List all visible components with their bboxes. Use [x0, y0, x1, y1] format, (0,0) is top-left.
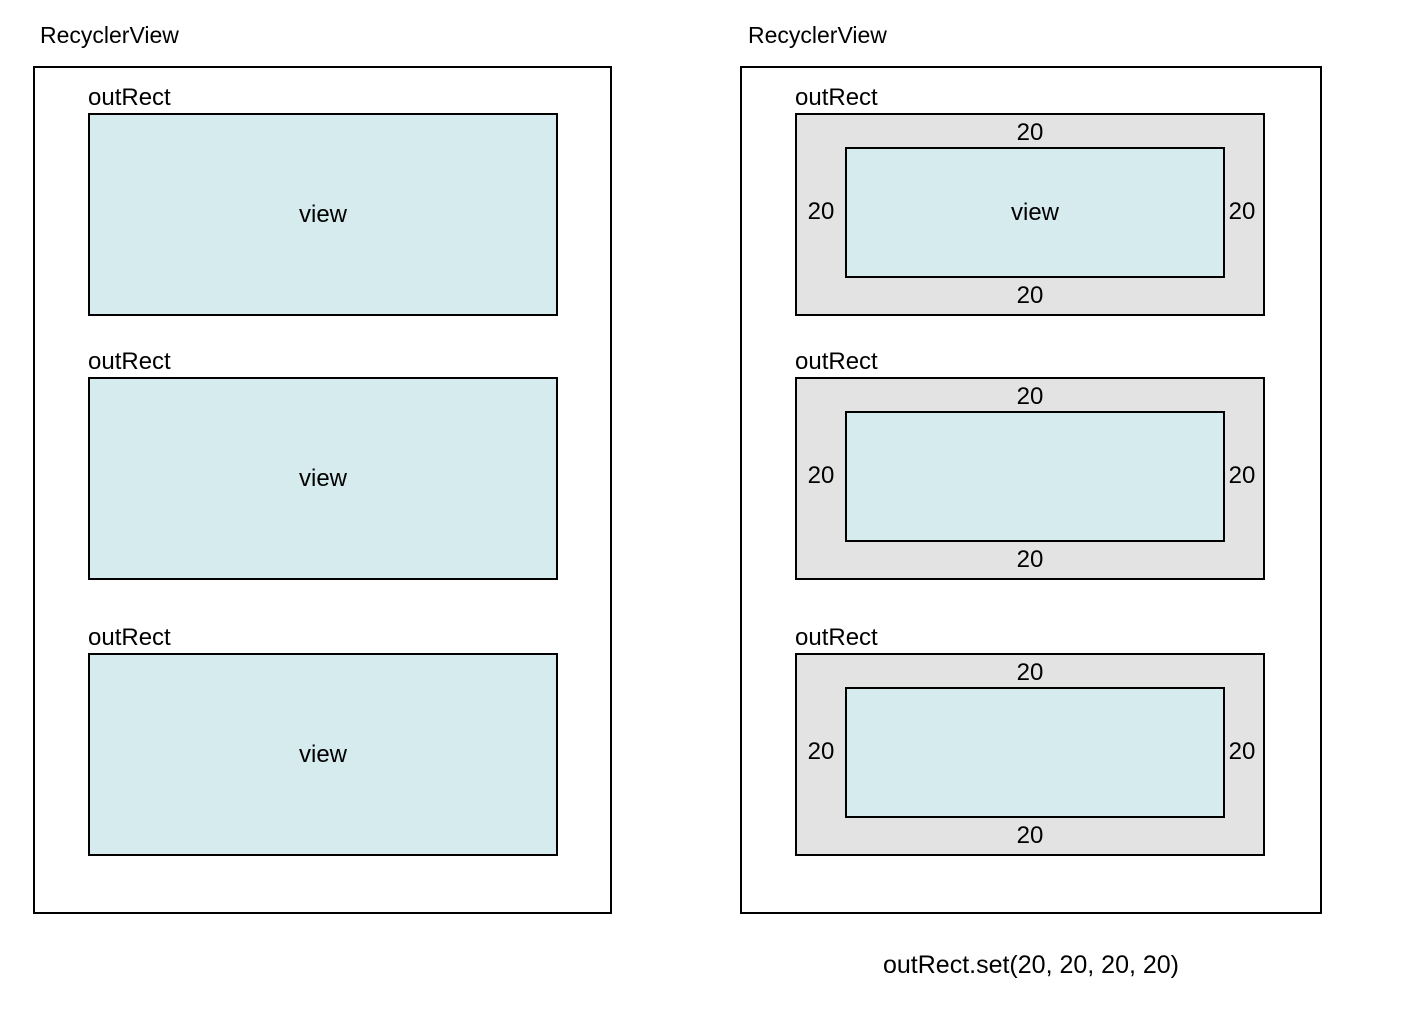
margin-bottom-value: 20	[1016, 546, 1044, 573]
margin-top-value: 20	[1016, 119, 1044, 146]
outrect-box: 20 20 20 20	[795, 377, 1265, 580]
view-rect: view	[88, 653, 558, 856]
margin-right-value: 20	[1228, 462, 1256, 489]
right-recyclerview-title: RecyclerView	[748, 22, 887, 48]
margin-top-value: 20	[1016, 383, 1044, 410]
outrect-label: outRect	[795, 84, 878, 111]
right-recyclerview-box: outRect 20 20 20 20 view outRect 20 20 2…	[740, 66, 1322, 914]
view-label: view	[298, 200, 347, 228]
view-label: view	[298, 740, 347, 768]
right-item-3: outRect 20 20 20 20	[795, 623, 1265, 856]
left-recyclerview-title: RecyclerView	[40, 22, 179, 48]
view-rect	[845, 411, 1225, 542]
margin-top-value: 20	[1016, 659, 1044, 686]
left-recyclerview-box: outRect view outRect view outRect view	[33, 66, 612, 914]
margin-left-value: 20	[807, 738, 835, 765]
outrect-box: 20 20 20 20 view	[795, 113, 1265, 316]
margin-left-value: 20	[807, 462, 835, 489]
view-rect	[845, 687, 1225, 818]
outrect-label: outRect	[795, 348, 878, 375]
outrect-box: 20 20 20 20	[795, 653, 1265, 856]
view-label: view	[1010, 198, 1059, 226]
margin-right-value: 20	[1228, 198, 1256, 225]
outrect-label: outRect	[88, 84, 171, 111]
view-label: view	[298, 464, 347, 492]
view-rect: view	[88, 377, 558, 580]
right-item-1: outRect 20 20 20 20 view	[795, 83, 1265, 316]
left-item-1: outRect view	[88, 83, 558, 316]
outrect-set-caption: outRect.set(20, 20, 20, 20)	[882, 951, 1179, 979]
view-rect: view	[845, 147, 1225, 278]
margin-right-value: 20	[1228, 738, 1256, 765]
margin-left-value: 20	[807, 198, 835, 225]
left-item-3: outRect view	[88, 623, 558, 856]
view-rect: view	[88, 113, 558, 316]
left-item-2: outRect view	[88, 347, 558, 580]
margin-bottom-value: 20	[1016, 282, 1044, 309]
right-item-2: outRect 20 20 20 20	[795, 347, 1265, 580]
outrect-label: outRect	[88, 348, 171, 375]
margin-bottom-value: 20	[1016, 822, 1044, 849]
outrect-label: outRect	[795, 624, 878, 651]
outrect-label: outRect	[88, 624, 171, 651]
